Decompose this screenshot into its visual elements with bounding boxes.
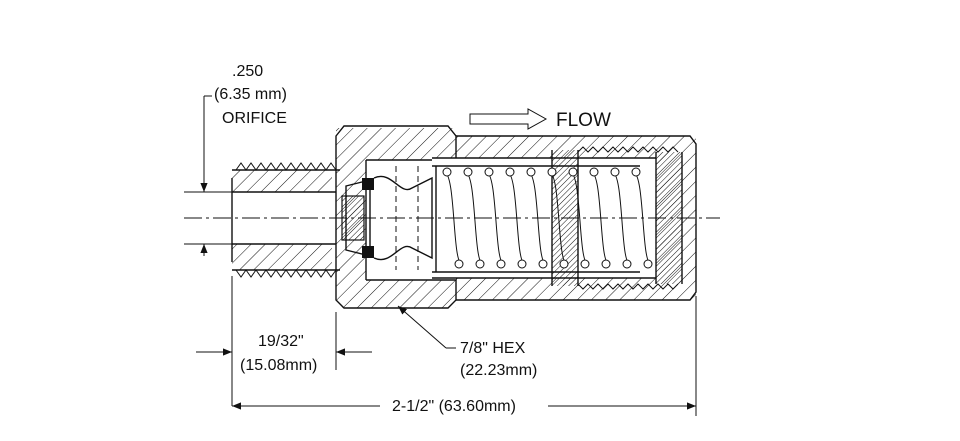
spring-wire-section (643, 259, 653, 269)
spring-wire-section (505, 167, 515, 177)
orifice-size: .250 (232, 63, 263, 80)
thread-length-dimension: 19/32" (15.08mm) (196, 276, 372, 406)
hex-size: 7/8" HEX (460, 340, 526, 357)
orifice-label: ORIFICE (222, 110, 287, 127)
spring-wire-section (538, 259, 548, 269)
spring-wire-section (463, 167, 473, 177)
spring-wire-section (475, 259, 485, 269)
spring-wire-section (442, 167, 452, 177)
flow-arrow-icon (469, 108, 548, 130)
spring-wire-section (454, 259, 464, 269)
spring-wire-section (568, 167, 578, 177)
overall-length: 2-1/2" (63.60mm) (392, 398, 516, 415)
thread-length: 19/32" (258, 333, 304, 350)
flow-indicator: FLOW (469, 108, 611, 131)
hex-size-metric: (22.23mm) (460, 362, 537, 379)
spring-wire-section (484, 167, 494, 177)
orifice-size-metric: (6.35 mm) (214, 86, 287, 103)
orifice-dimension: .250 (6.35 mm) ORIFICE (184, 63, 287, 256)
spring-wire-section (631, 167, 641, 177)
spring-wire-section (496, 259, 506, 269)
spring-wire-section (589, 167, 599, 177)
flow-label: FLOW (556, 110, 611, 131)
hex-leader: 7/8" HEX (22.23mm) (397, 305, 537, 379)
spring-wire-section (547, 167, 557, 177)
spring-wire-section (517, 259, 527, 269)
bottom-thread-teeth (235, 269, 337, 278)
spring-wire-section (526, 167, 536, 177)
thread-length-metric: (15.08mm) (240, 357, 317, 374)
spring-wire-section (610, 167, 620, 177)
spring-wire-section (601, 259, 611, 269)
spring-wire-section (559, 259, 569, 269)
spring-wire-section (580, 259, 590, 269)
top-thread-teeth (235, 162, 337, 171)
spring-wire-section (622, 259, 632, 269)
male-thread-end (231, 162, 340, 278)
overall-length-dimension: 2-1/2" (63.60mm) (232, 296, 697, 416)
